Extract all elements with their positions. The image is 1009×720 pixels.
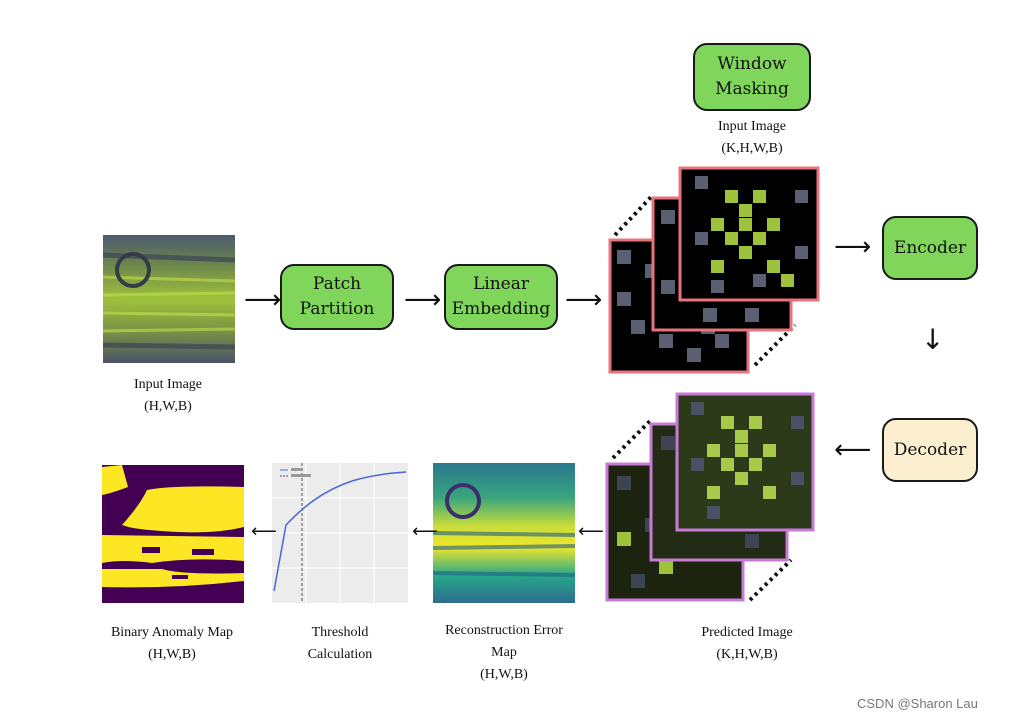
input-image — [103, 235, 235, 363]
linear-embedding-label: Linear Embedding — [451, 274, 551, 319]
decoder-label: Decoder — [893, 439, 967, 460]
masked-input-stack — [608, 166, 820, 374]
window-masking-label: Window Masking — [715, 54, 789, 99]
encoder-label: Encoder — [893, 237, 967, 258]
input-image-caption: Input Image (H,W,B) — [133, 377, 203, 414]
threshold-caption: Threshold Calculation — [307, 625, 373, 662]
patch-partition-node: Patch Partition — [280, 264, 394, 330]
masked-input-caption: Input Image (K,H,W,B) — [717, 119, 787, 156]
binary-anomaly-map — [102, 465, 244, 603]
threshold-chart — [272, 463, 408, 603]
left-arrow-icon: ⟵ — [834, 435, 872, 465]
right-arrow-icon: ⟶ — [565, 285, 603, 315]
window-masking-node: Window Masking — [693, 43, 811, 111]
right-arrow-icon: ⟶ — [244, 285, 282, 315]
left-arrow-icon: ⟵ — [578, 521, 604, 542]
down-arrow-icon: ↓ — [921, 323, 945, 356]
binary-anomaly-caption: Binary Anomaly Map (H,W,B) — [110, 625, 234, 662]
left-arrow-icon: ⟵ — [412, 521, 438, 542]
predicted-image-caption: Predicted Image (K,H,W,B) — [701, 625, 793, 662]
patch-partition-label: Patch Partition — [299, 274, 375, 319]
predicted-image-stack — [605, 392, 815, 602]
encoder-node: Encoder — [882, 216, 978, 280]
linear-embedding-node: Linear Embedding — [444, 264, 558, 330]
reconstruction-error-map — [433, 463, 575, 603]
right-arrow-icon: ⟶ — [404, 285, 442, 315]
left-arrow-icon: ⟵ — [251, 521, 277, 542]
right-arrow-icon: ⟶ — [834, 232, 872, 262]
decoder-node: Decoder — [882, 418, 978, 482]
watermark: CSDN @Sharon Lau — [857, 696, 978, 711]
reconstruction-error-caption: Reconstruction Error Map (H,W,B) — [445, 623, 563, 682]
